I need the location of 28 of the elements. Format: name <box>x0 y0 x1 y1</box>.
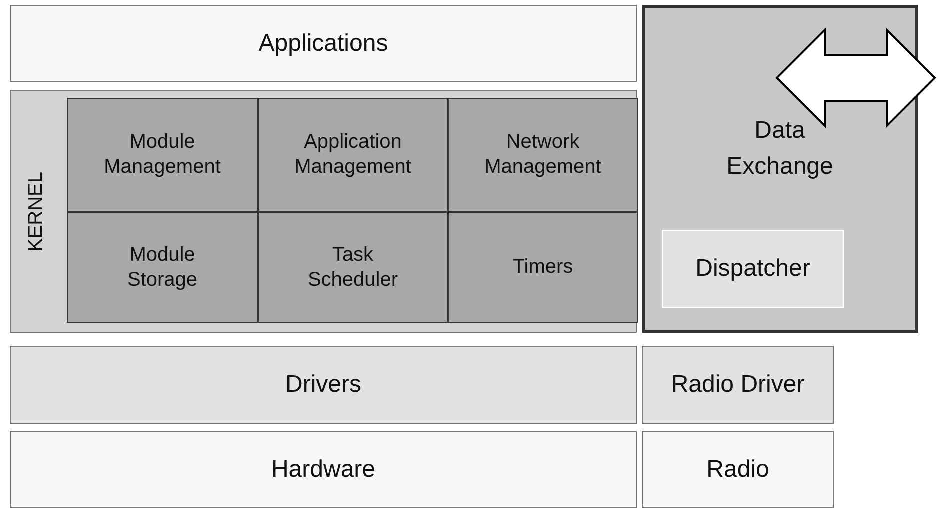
box-label: Drivers <box>284 370 362 400</box>
box-label: Task Scheduler <box>306 242 400 292</box>
box-label: Module Management <box>103 130 222 180</box>
box-label: Data Exchange <box>726 116 834 182</box>
box-label: Dispatcher <box>694 254 812 284</box>
module-box <box>258 212 448 323</box>
component-box <box>662 230 844 308</box>
layer-box <box>642 431 834 508</box>
box-label: Radio Driver <box>670 370 806 400</box>
box-label: Radio <box>706 454 770 484</box>
layer-box <box>10 346 637 424</box>
layer-label: KERNEL <box>25 171 48 252</box>
module-box <box>67 98 258 212</box>
box-label: Application Management <box>294 130 412 180</box>
layer-box <box>642 346 834 424</box>
module-box <box>448 212 638 323</box>
box-label: Hardware <box>270 454 377 484</box>
kernel-box <box>10 90 637 333</box>
component-box <box>642 5 918 333</box>
box-label: Module Storage <box>126 242 199 292</box>
box-label: Network Management <box>484 130 602 180</box>
box-label: Timers <box>512 255 574 280</box>
box-label: Applications <box>258 28 390 58</box>
layer-box <box>10 5 637 82</box>
layer-box <box>10 431 637 508</box>
module-box <box>67 212 258 323</box>
module-box <box>448 98 638 212</box>
module-box <box>258 98 448 212</box>
